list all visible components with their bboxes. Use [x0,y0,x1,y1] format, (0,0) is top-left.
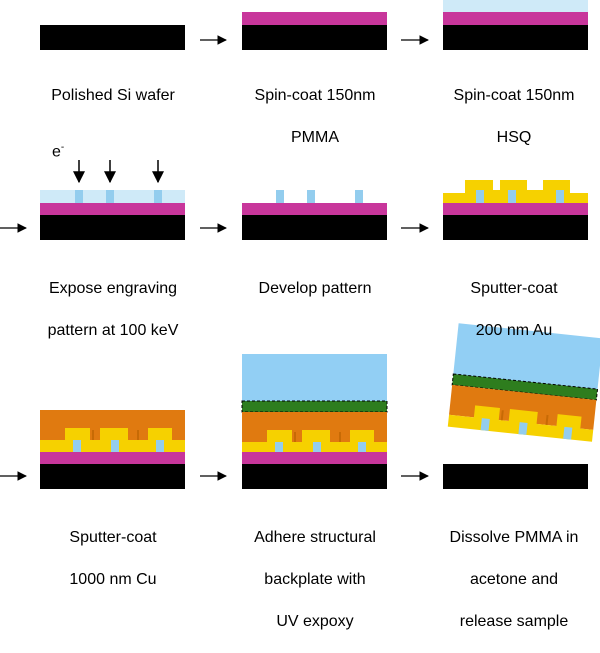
step-3-line-2: HSQ [496,129,532,146]
hsq-pillar [275,442,283,454]
step-8-line-3: UV expoxy [276,613,354,630]
si-wafer [242,464,387,489]
step-4-line-1: Expose engraving [48,280,178,297]
electron-charge: - [60,142,65,153]
step-1-line-1: Polished Si wafer [51,87,175,104]
pmma-layer [242,452,387,464]
hsq-layer [443,0,588,12]
hsq-pillar [156,440,164,452]
uv-epoxy-layer [241,400,388,413]
hsq-pillar [476,190,484,203]
process-diagram-svg [0,0,600,489]
step-5-line-1: Develop pattern [258,280,372,297]
step-7-line-1: Sputter-coat [69,529,157,546]
hsq-pillar [480,418,490,431]
step-1-caption: Polished Si wafer [13,64,213,127]
step-2-line-2: PMMA [291,129,339,146]
si-wafer [40,25,185,50]
step-6-caption: Sputter-coat 200 nm Au [414,257,600,362]
pmma-layer [242,203,387,215]
hsq-pillar [276,190,284,203]
cu-seam [500,410,504,423]
si-wafer [443,215,588,240]
structural-backplate [242,354,387,402]
step-9-caption: Dissolve PMMA in acetone and release sam… [414,506,600,653]
pmma-layer [40,203,185,215]
pmma-layer [40,452,185,464]
hsq-pillar [556,190,564,203]
uv-epoxy-layer [451,373,599,401]
step-5-caption: Develop pattern [215,257,415,320]
exposed-hsq-region [154,190,162,203]
pmma-layer [443,203,588,215]
process-flow-diagram: Polished Si wafer Spin-coat 150nm PMMA S… [0,0,600,630]
step-4-caption: Expose engraving pattern at 100 keV [13,257,213,362]
si-wafer [40,464,185,489]
step-9-line-2: acetone and [469,571,559,588]
cu-seam [137,430,139,442]
si-wafer [242,25,387,50]
released-sample [447,323,600,442]
step-4-line-2: pattern at 100 keV [47,322,179,339]
pmma-layer [443,12,588,25]
hsq-pillar [518,422,528,435]
exposed-hsq-region [106,190,114,203]
cu-seam [294,432,296,444]
step-7-caption: Sputter-coat 1000 nm Cu [13,506,213,611]
step-7-line-2: 1000 nm Cu [69,571,157,588]
exposed-hsq-region [75,190,83,203]
step-6-line-1: Sputter-coat [470,280,558,297]
step-8-line-1: Adhere structural [254,529,376,546]
si-wafer [242,215,387,240]
electron-letter: e [52,143,61,161]
hsq-pillar [358,442,366,454]
hsq-pillar [313,442,321,454]
electron-label: e- [52,142,64,161]
si-wafer [443,464,588,489]
cu-seam [92,430,94,442]
hsq-pillar [307,190,315,203]
step-8-line-2: backplate with [264,571,366,588]
step-2-caption: Spin-coat 150nm PMMA [215,64,415,169]
hsq-pillar [508,190,516,203]
step-8-caption: Adhere structural backplate with UV expo… [215,506,415,653]
hsq-pillar [111,440,119,452]
step-6-line-2: 200 nm Au [475,322,553,339]
cu-seam [339,432,341,444]
hsq-pillar [563,426,573,440]
cu-au-stack [242,412,387,454]
pmma-layer [242,12,387,25]
structural-backplate [453,323,600,391]
step-9-line-1: Dissolve PMMA in [449,529,579,546]
si-wafer [40,215,185,240]
step-9-line-3: release sample [459,613,569,630]
step-2-line-1: Spin-coat 150nm [254,87,376,104]
step-3-line-1: Spin-coat 150nm [453,87,575,104]
cu-seam [545,414,549,428]
hsq-pillar [73,440,81,452]
hsq-pillar [355,190,363,203]
step-3-caption: Spin-coat 150nm HSQ [414,64,600,169]
si-wafer [443,25,588,50]
cu-au-stack [40,410,185,452]
cu-au-stack [447,384,597,442]
